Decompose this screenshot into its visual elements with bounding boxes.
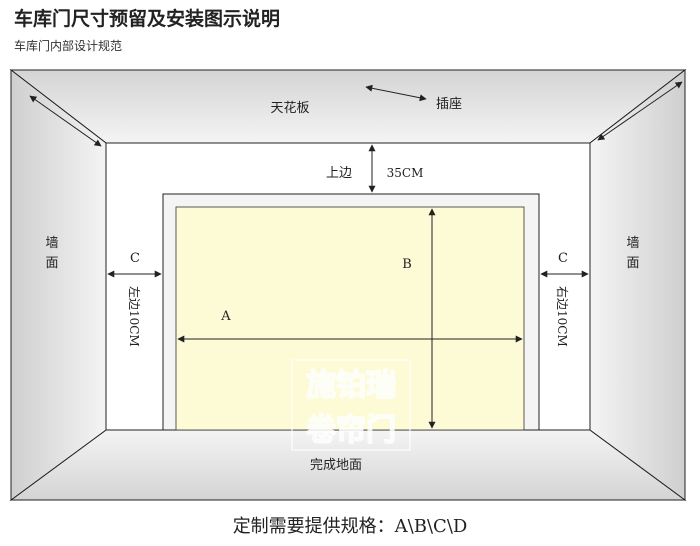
slot-arrow bbox=[365, 84, 427, 102]
right-wall-label-1: 墙 bbox=[626, 236, 639, 251]
a-label: A bbox=[220, 309, 231, 324]
floor-label: 完成地面 bbox=[310, 458, 362, 473]
left-c-label: C bbox=[130, 251, 140, 266]
svg-text:卷帘门: 卷帘门 bbox=[306, 413, 396, 448]
right-wall-label-2: 面 bbox=[626, 256, 639, 271]
ceiling-plane bbox=[9, 69, 687, 144]
ceiling-label: 天花板 bbox=[270, 100, 309, 116]
left-wall-plane bbox=[10, 68, 107, 501]
left-diagonal-arrow bbox=[29, 95, 102, 147]
right-diagonal-arrow bbox=[597, 81, 683, 141]
svg-text:施铂瑞: 施铂瑞 bbox=[306, 368, 396, 403]
left-edge-label: 左边10CM bbox=[127, 286, 142, 347]
left-wall-label-2: 面 bbox=[45, 256, 58, 271]
page-title: 车库门尺寸预留及安装图示说明 bbox=[14, 8, 281, 30]
right-edge-label: 右边10CM bbox=[555, 286, 570, 347]
top-dimension-label: 35CM bbox=[387, 166, 424, 180]
top-edge-label: 上边 bbox=[326, 166, 352, 181]
left-wall-label-1: 墙 bbox=[45, 236, 58, 251]
slot-label: 插座 bbox=[436, 97, 462, 112]
footer-spec-note: 定制需要提供规格：A\B\C\D bbox=[232, 516, 468, 537]
door-panel bbox=[175, 206, 525, 431]
right-wall-plane bbox=[589, 68, 686, 501]
right-c-label: C bbox=[558, 251, 568, 266]
b-label: B bbox=[402, 257, 412, 272]
page-subtitle: 车库门内部设计规范 bbox=[14, 39, 123, 53]
watermark: 施铂瑞 卷帘门 bbox=[291, 359, 411, 451]
